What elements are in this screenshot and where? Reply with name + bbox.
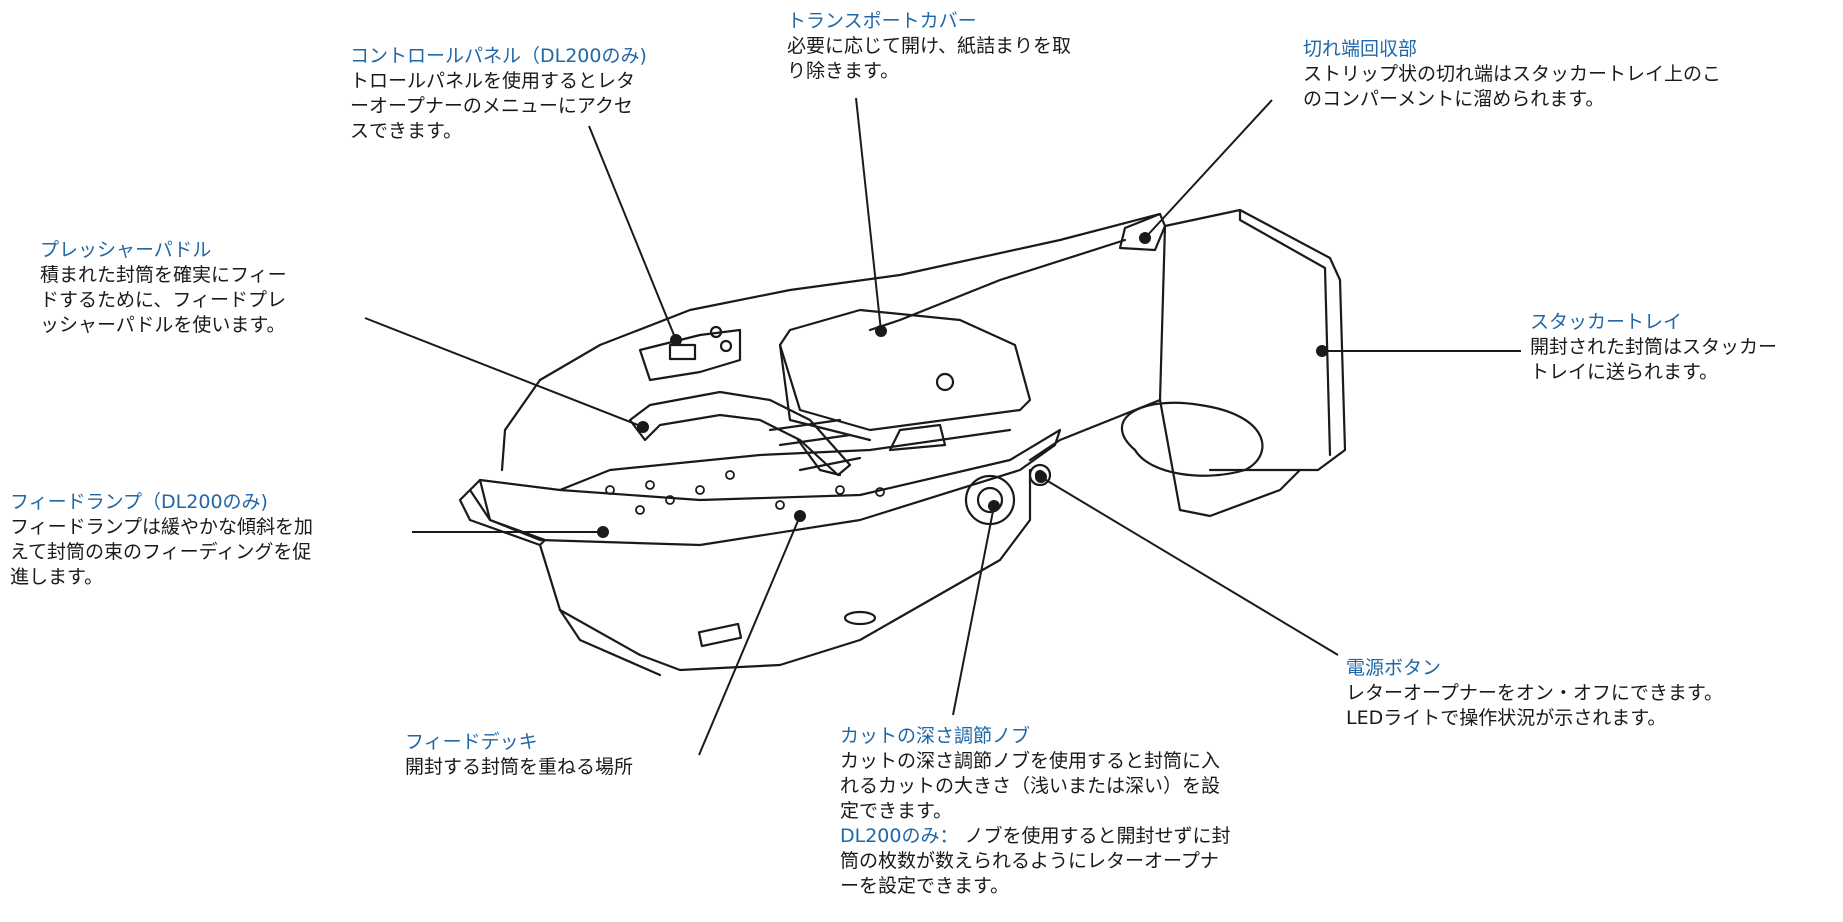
pressure-paddle — [628, 390, 852, 477]
cut-depth-knob-note-2: 筒の枚数が数えられるようにレターオープナ — [840, 850, 1219, 872]
stacker-tray-title: スタッカートレイ — [1530, 311, 1683, 333]
control-panel-desc-2: ーオープナーのメニューにアクセ — [350, 95, 633, 117]
power-button-title: 電源ボタン — [1346, 657, 1442, 679]
stacker-tray — [1158, 224, 1302, 518]
control-panel-desc-1: トロールパネルを使用するとレタ — [350, 70, 636, 92]
power-button-desc-2: LEDライトで操作状況が示されます。 — [1346, 707, 1667, 729]
pressure-paddle-callout: プレッシャーパドル 積まれた封筒を確実にフィー ドするために、フィードプレ ッシ… — [40, 238, 287, 338]
feed-ramp-callout: フィードランプ（DL200のみ) フィードランプは緩やかな傾斜を加 えて封筒の束… — [10, 490, 313, 590]
cut-depth-knob-desc-1: カットの深さ調節ノブを使用すると封筒に入 — [840, 750, 1221, 772]
feed-ramp — [458, 478, 547, 547]
stacker-tray-back — [1163, 208, 1347, 472]
pressure-paddle-desc-1: 積まれた封筒を確実にフィー — [40, 264, 287, 286]
cut-depth-knob-note-3: ーを設定できます。 — [840, 875, 1010, 897]
scrap-bin-desc-2: のコンパーメントに溜められます。 — [1303, 88, 1605, 110]
feed-ramp-desc-3: 進します。 — [10, 566, 104, 588]
feed-deck-desc-1: 開封する封筒を重ねる場所 — [405, 756, 634, 778]
pressure-paddle-desc-3: ッシャーパドルを使います。 — [40, 314, 286, 336]
transport-cover-title: トランスポートカバー — [787, 10, 977, 32]
cut-depth-knob-callout: カットの深さ調節ノブ カットの深さ調節ノブを使用すると封筒に入 れるカットの大き… — [840, 724, 1231, 899]
feed-ramp-title: フィードランプ（DL200のみ) — [10, 491, 268, 513]
transport-cover-callout: トランスポートカバー 必要に応じて開け、紙詰まりを取 り除きます。 — [787, 9, 1071, 84]
control-panel-callout: コントロールパネル（DL200のみ) トロールパネルを使用するとレタ ーオープナ… — [350, 44, 647, 144]
machine-body-top — [500, 212, 1162, 472]
power-button-shape — [1028, 463, 1052, 487]
feed-deck-callout: フィードデッキ 開封する封筒を重ねる場所 — [405, 730, 633, 780]
feed-deck — [478, 428, 1062, 547]
stacker-tray-callout: スタッカートレイ 開封された封筒はスタッカー トレイに送られます。 — [1530, 310, 1777, 385]
cut-depth-knob-shape — [964, 474, 1016, 526]
cut-depth-knob-desc-2: れるカットの大きさ（浅いまたは深い）を設 — [840, 775, 1221, 797]
cut-depth-knob-note-prefix: DL200のみ： — [840, 825, 959, 847]
scrap-bin-desc-1: ストリップ状の切れ端はスタッカートレイ上のこ — [1303, 63, 1722, 85]
cut-depth-knob-desc-3: 定できます。 — [840, 800, 953, 822]
scrap-bin-callout: 切れ端回収部 ストリップ状の切れ端はスタッカートレイ上のこ のコンパーメントに溜… — [1303, 37, 1721, 112]
power-button-desc-1: レターオープナーをオン・オフにできます。 — [1346, 682, 1723, 704]
scrap-bin-title: 切れ端回収部 — [1303, 38, 1418, 60]
control-panel-desc-3: スできます。 — [350, 120, 463, 142]
cut-depth-knob-title: カットの深さ調節ノブ — [840, 725, 1031, 747]
stacker-tray-desc-1: 開封された封筒はスタッカー — [1530, 336, 1778, 358]
cut-depth-knob-note-text: ノブを使用すると開封せずに封 — [964, 825, 1231, 847]
pressure-paddle-desc-2: ドするために、フィードプレ — [40, 289, 287, 311]
cut-depth-knob-note-1: DL200のみ： ノブを使用すると開封せずに封 — [840, 824, 1231, 849]
machine-base — [538, 468, 1032, 672]
pressure-paddle-title: プレッシャーパドル — [40, 239, 212, 261]
transport-cover-desc-2: り除きます。 — [787, 60, 900, 82]
power-button-callout: 電源ボタン レターオープナーをオン・オフにできます。 LEDライトで操作状況が示… — [1346, 656, 1723, 731]
feed-deck-title: フィードデッキ — [405, 731, 538, 753]
control-panel-title: コントロールパネル（DL200のみ) — [350, 45, 647, 67]
feed-ramp-desc-2: えて封筒の束のフィーディングを促 — [10, 541, 312, 563]
control-panel — [638, 328, 742, 382]
transport-cover-desc-1: 必要に応じて開け、紙詰まりを取 — [787, 35, 1072, 57]
feed-ramp-desc-1: フィードランプは緩やかな傾斜を加 — [10, 516, 314, 538]
stacker-tray-desc-2: トレイに送られます。 — [1530, 361, 1719, 383]
transport-cover — [778, 308, 1032, 432]
